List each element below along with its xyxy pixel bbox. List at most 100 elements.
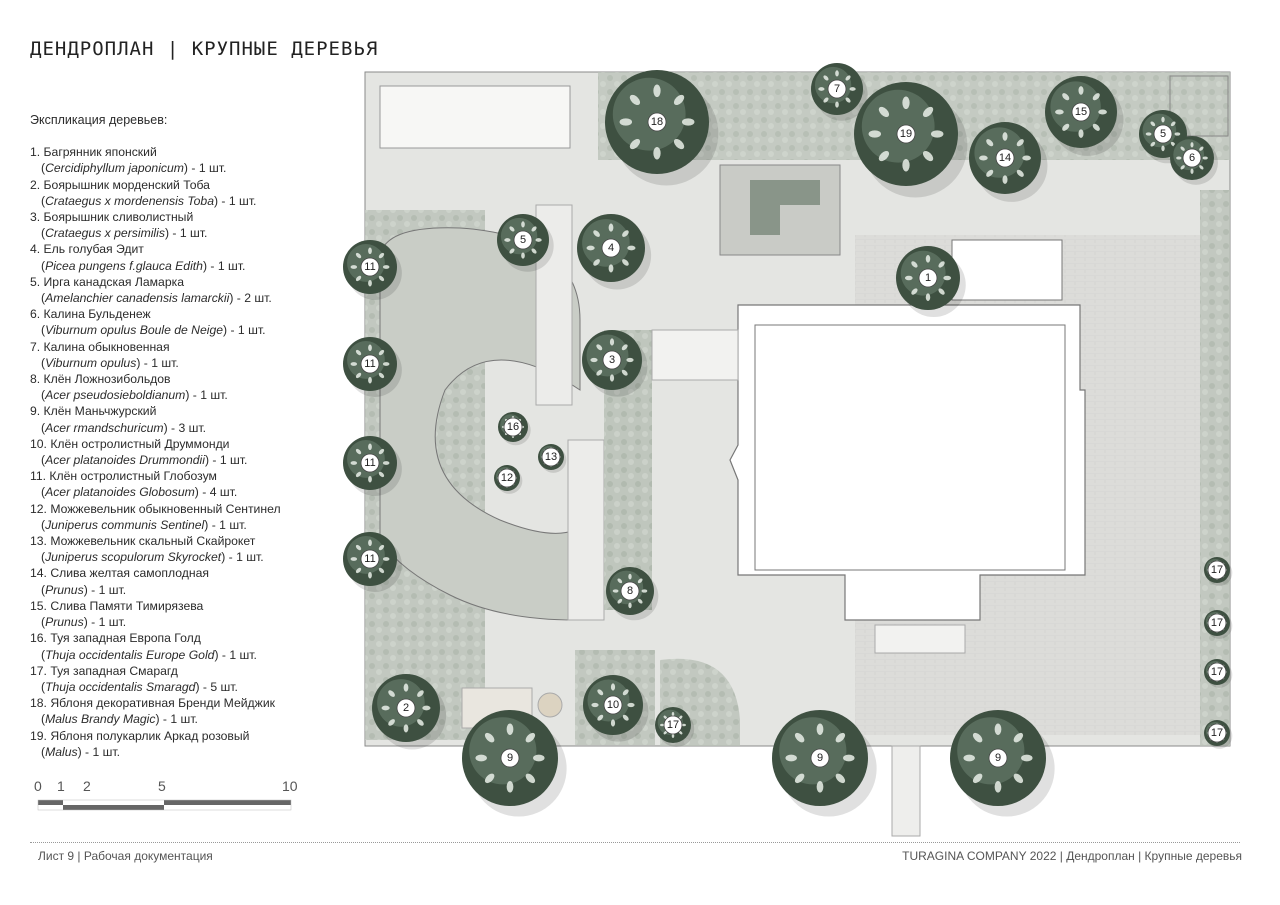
legend-heading: Экспликация деревьев: xyxy=(30,113,168,127)
tree-number-label: 11 xyxy=(364,261,375,273)
legend-item-name: 9. Клён Маньчжурский xyxy=(30,404,157,419)
legend-item-latin-name: Thuja occidentalis Smaragd xyxy=(45,679,196,694)
tree: 17 xyxy=(1204,659,1233,688)
tree: 1 xyxy=(896,246,966,318)
legend-item-name: 15. Слива Памяти Тимирязева xyxy=(30,598,204,613)
tree-number-label: 16 xyxy=(507,421,519,433)
tree-number-badge xyxy=(603,695,623,715)
tree: 2 xyxy=(372,674,447,750)
legend-item-latin: (Viburnum opulus Boule de Neige) - 1 шт. xyxy=(41,323,266,338)
legend-item: 9. Клён Маньчжурский(Acer rmandschuricum… xyxy=(30,403,350,435)
legend-item-quantity: - 1 шт. xyxy=(218,647,257,662)
legend-item: 5. Ирга канадская Ламарка(Amelanchier ca… xyxy=(30,274,350,306)
tree-number-label: 15 xyxy=(1075,106,1087,118)
tree-number-label: 13 xyxy=(545,451,557,463)
legend-item-name: 18. Яблоня декоративная Бренди Мейджик xyxy=(30,696,275,711)
legend-item-quantity: - 4 шт. xyxy=(198,485,238,500)
legend-item-latin: (Crataegus x persimilis) - 1 шт. xyxy=(41,226,208,241)
pool xyxy=(379,85,571,149)
tree: 16 xyxy=(498,412,531,446)
tree-number-label: 2 xyxy=(403,702,409,714)
legend-item: 3. Боярышник сливолистный(Crataegus x pe… xyxy=(30,209,350,241)
tree: 10 xyxy=(583,675,649,742)
footer-company-info: TURAGINA COMPANY 2022 | Дендроплан | Кру… xyxy=(902,849,1242,863)
legend-item-name: 1. Багрянник японский xyxy=(30,145,157,160)
tree-number-label: 18 xyxy=(651,116,663,128)
legend-item-latin-name: Prunus xyxy=(45,582,84,597)
entrance-steps xyxy=(651,329,739,381)
tree: 17 xyxy=(1204,557,1233,586)
tree-number-badge xyxy=(988,748,1008,768)
legend-item-quantity: - 3 шт. xyxy=(167,420,207,435)
tree: 13 xyxy=(538,444,567,473)
legend-item-name: 7. Калина обыкновенная xyxy=(30,339,170,354)
tree-number-badge xyxy=(620,581,640,601)
scale-bar: 0 1 2 5 10 xyxy=(30,778,300,818)
legend-item: 1. Багрянник японский(Cercidiphyllum jap… xyxy=(30,144,350,176)
tree-number-label: 19 xyxy=(900,128,912,140)
legend-item-quantity: - 1 шт. xyxy=(87,582,127,597)
tree-number-label: 17 xyxy=(1211,617,1223,629)
legend-item-name: 16. Туя западная Европа Голд xyxy=(30,631,201,646)
tree-number-badge xyxy=(396,698,416,718)
table xyxy=(537,692,563,718)
tree-number-label: 17 xyxy=(1211,666,1223,678)
tree-number-badge xyxy=(827,79,847,99)
legend-item-name: 11. Клён остролистный Глобозум xyxy=(30,469,217,484)
tree-number-badge xyxy=(503,417,523,437)
tree: 14 xyxy=(969,122,1048,202)
tree-number-label: 17 xyxy=(1211,727,1223,739)
tree-number-label: 5 xyxy=(520,234,526,246)
legend-item-latin: (Prunus) - 1 шт. xyxy=(41,582,127,597)
tree: 5 xyxy=(497,214,554,272)
tree: 19 xyxy=(854,82,968,198)
legend-item-quantity: - 1 шт. xyxy=(169,226,208,241)
legend-item-latin: (Acer platanoides Globosum) - 4 шт. xyxy=(41,485,238,500)
footer-sheet-info: Лист 9 | Рабочая документация xyxy=(38,849,213,863)
legend-item-latin-name: Acer platanoides Globosum xyxy=(45,485,195,500)
tree-number-label: 11 xyxy=(364,553,375,565)
tree: 17 xyxy=(1204,610,1233,639)
tree-legend: Экспликация деревьев: 1. Багрянник японс… xyxy=(30,112,350,760)
tree: 7 xyxy=(811,63,868,121)
legend-item-quantity: - 2 шт. xyxy=(233,291,272,306)
legend-item-name: 2. Боярышник морденский Тоба xyxy=(30,177,210,192)
page-title: ДЕНДРОПЛАН | КРУПНЫЕ ДЕРЕВЬЯ xyxy=(30,38,379,60)
tree-number-label: 9 xyxy=(995,752,1001,764)
tree-number-label: 11 xyxy=(364,457,375,469)
legend-item-latin-name: Crataegus x persimilis xyxy=(45,226,165,241)
legend-item-name: 14. Слива желтая самоплодная xyxy=(30,566,210,581)
legend-item-quantity: - 1 шт. xyxy=(207,258,246,273)
tree: 18 xyxy=(605,70,719,186)
legend-item: 6. Калина Бульденеж(Viburnum opulus Boul… xyxy=(30,306,350,338)
legend-item-latin: (Prunus) - 1 шт. xyxy=(41,615,127,630)
legend-item-quantity: - 5 шт. xyxy=(199,679,238,694)
tree: 17 xyxy=(1204,720,1233,749)
legend-item-latin: (Juniperus scopulorum Skyrocket) - 1 шт. xyxy=(41,550,264,565)
legend-item-latin-name: Malus Brandy Magic xyxy=(45,712,156,727)
tree-number-badge xyxy=(810,748,830,768)
legend-item-name: 4. Ель голубая Эдит xyxy=(30,242,144,257)
legend-item-latin: (Acer rmandschuricum) - 3 шт. xyxy=(41,420,207,435)
legend-item-name: 10. Клён остролистный Друммонди xyxy=(30,436,230,451)
steps-lower xyxy=(567,439,605,621)
legend-item-quantity: - 1 шт. xyxy=(218,193,257,208)
tree-number-badge xyxy=(1153,124,1173,144)
legend-item: 13. Можжевельник скальный Скайрокет(Juni… xyxy=(30,533,350,565)
tree-number-badge xyxy=(995,148,1015,168)
legend-item-quantity: - 1 шт. xyxy=(159,712,198,727)
annex xyxy=(951,239,1063,301)
legend-item-quantity: - 1 шт. xyxy=(87,615,127,630)
scale-tick: 2 xyxy=(83,778,91,794)
tree-number-label: 5 xyxy=(1160,128,1166,140)
right-planting-bed xyxy=(1200,190,1230,746)
tree-number-badge xyxy=(360,453,380,473)
legend-item: 10. Клён остролистный Друммонди(Acer pla… xyxy=(30,436,350,468)
house-inner xyxy=(754,324,1066,571)
tree-number-badge xyxy=(663,715,683,735)
legend-item-name: 13. Можжевельник скальный Скайрокет xyxy=(30,534,256,549)
tree-number-badge xyxy=(647,112,667,132)
legend-item: 12. Можжевельник обыкновенный Сентинел(J… xyxy=(30,501,350,533)
legend-item-name: 6. Калина Бульденеж xyxy=(30,307,151,322)
legend-item: 8. Клён Ложнозибольдов(Acer pseudosiebol… xyxy=(30,371,350,403)
